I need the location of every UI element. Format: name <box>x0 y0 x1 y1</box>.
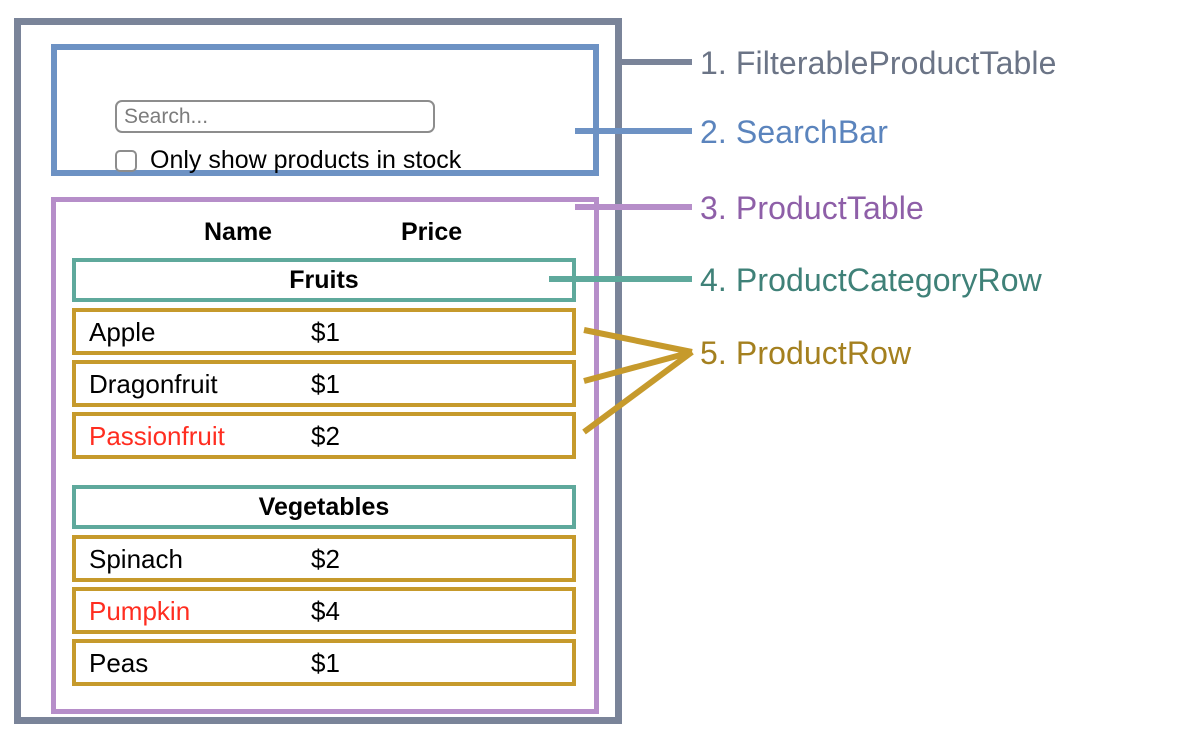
product-category-row: Fruits <box>72 258 576 302</box>
product-name: Dragonfruit <box>89 368 218 399</box>
product-row: Spinach $2 <box>72 535 576 582</box>
legend-item-filterable-product-table: 1. FilterableProductTable <box>700 45 1057 81</box>
connector-line-product-row-2 <box>583 349 693 384</box>
product-name: Apple <box>89 316 156 347</box>
filterable-product-table-box: Only show products in stock Name Price F… <box>14 18 622 724</box>
connector-line-product-row-3 <box>582 349 694 435</box>
product-name: Peas <box>89 647 149 678</box>
product-price: $2 <box>311 420 340 451</box>
product-price: $4 <box>311 595 340 626</box>
legend-item-search-bar: 2. SearchBar <box>700 114 888 150</box>
product-price: $2 <box>311 543 340 574</box>
legend-item-product-category-row: 4. ProductCategoryRow <box>700 262 1042 298</box>
product-price: $1 <box>311 368 340 399</box>
only-in-stock-checkbox[interactable] <box>115 149 137 172</box>
product-category-label: Vegetables <box>258 492 390 521</box>
product-row: Apple $1 <box>72 308 576 355</box>
product-table-header: Name Price <box>56 211 594 253</box>
product-category-label: Fruits <box>289 265 359 294</box>
product-row: Peas $1 <box>72 639 576 686</box>
product-row: Pumpkin $4 <box>72 587 576 634</box>
product-row: Passionfruit $2 <box>72 412 576 459</box>
column-header-price: Price <box>401 217 463 246</box>
legend-item-product-table: 3. ProductTable <box>700 190 924 226</box>
search-input[interactable] <box>115 100 435 133</box>
product-name: Passionfruit <box>89 420 225 451</box>
product-table-box: Name Price Fruits Apple $1 Dragonfruit $… <box>51 197 599 714</box>
product-name: Spinach <box>89 543 183 574</box>
only-in-stock-label: Only show products in stock <box>150 146 462 174</box>
column-header-name: Name <box>204 217 273 246</box>
stock-filter-row[interactable]: Only show products in stock <box>115 148 461 173</box>
product-row: Dragonfruit $1 <box>72 360 576 407</box>
legend-item-product-row: 5. ProductRow <box>700 335 912 371</box>
product-price: $1 <box>311 316 340 347</box>
product-rows-area: Fruits Apple $1 Dragonfruit $1 Passionfr… <box>72 258 576 691</box>
product-price: $1 <box>311 647 340 678</box>
product-name: Pumpkin <box>89 595 191 626</box>
search-bar-box: Only show products in stock <box>51 44 599 176</box>
connector-line-product-row-1 <box>583 327 693 355</box>
product-category-row: Vegetables <box>72 485 576 529</box>
